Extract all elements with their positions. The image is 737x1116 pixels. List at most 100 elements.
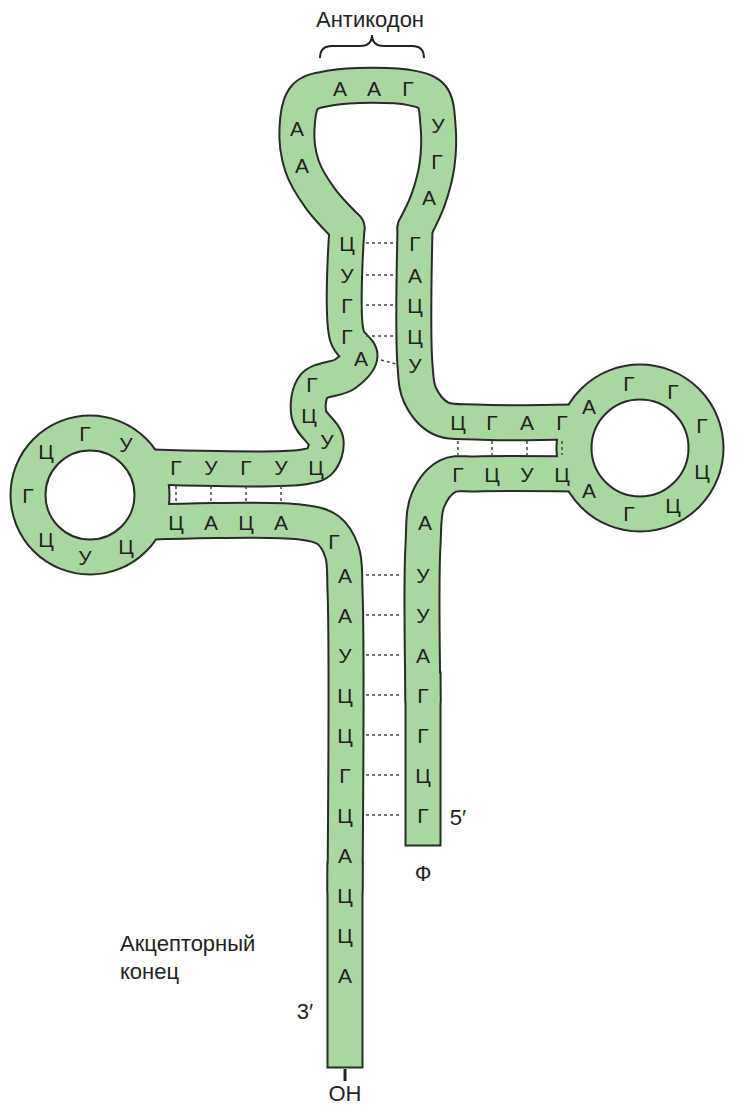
nucleotide-letter: Г xyxy=(170,457,181,478)
base-pair-lines xyxy=(176,243,562,815)
nucleotide-letter: Г xyxy=(409,233,420,254)
nucleotide-letter: Г xyxy=(22,485,33,506)
anticodon-bracket xyxy=(320,35,424,58)
base-pair-line xyxy=(366,274,396,276)
anticodon-label: Антикодон xyxy=(316,9,424,31)
nucleotide-letter: У xyxy=(340,265,353,286)
nucleotide-letter: А xyxy=(338,605,352,626)
nucleotide-letter: У xyxy=(416,605,429,626)
base-pair-line xyxy=(457,441,459,455)
base-pair-line xyxy=(366,774,402,776)
base-pair-line xyxy=(366,694,402,696)
nucleotide-letter: А xyxy=(354,348,368,369)
nucleotide-letter: Ц xyxy=(38,529,54,550)
nucleotide-letter: Ц xyxy=(484,464,500,485)
nucleotide-letter: А xyxy=(295,155,309,176)
nucleotide-letter: Ц xyxy=(38,441,54,462)
nucleotide-letter: Г xyxy=(417,725,428,746)
nucleotide-letter: Г xyxy=(402,78,413,99)
strand-segment xyxy=(414,228,574,423)
base-pair-line xyxy=(280,486,282,503)
base-pair-line xyxy=(175,486,177,503)
nucleotide-letter: Г xyxy=(341,326,352,347)
nucleotide-letter: А xyxy=(416,645,430,666)
nucleotide-letter: Г xyxy=(417,805,428,826)
base-pair-line xyxy=(366,304,396,306)
nucleotide-letter: У xyxy=(408,355,421,376)
hydroxyl-tick xyxy=(344,1069,347,1081)
nucleotide-letter: Ц xyxy=(337,925,353,946)
strand-band xyxy=(28,85,706,1050)
nucleotide-letter: У xyxy=(78,547,91,568)
nucleotide-letter: У xyxy=(274,457,287,478)
base-pair-line xyxy=(381,360,396,364)
hydroxyl-label: OH xyxy=(329,1083,362,1105)
nucleotide-letter: Г xyxy=(556,412,567,433)
nucleotide-letter: А xyxy=(338,565,352,586)
base-pair-line xyxy=(366,734,402,736)
strand-segment xyxy=(152,520,346,890)
nucleotide-letter: У xyxy=(119,434,132,455)
strand-segment xyxy=(297,85,439,228)
nucleotide-letter: А xyxy=(582,480,596,501)
base-pair-line xyxy=(366,814,402,816)
nucleotide-letter: Г xyxy=(306,374,317,395)
nucleotide-letter: Ц xyxy=(301,405,317,426)
strand-segment xyxy=(152,228,360,469)
nucleotide-letter: Г xyxy=(452,464,463,485)
base-pair-line xyxy=(245,486,247,503)
nucleotide-letter: У xyxy=(320,431,333,452)
nucleotide-letter: Ц xyxy=(554,464,570,485)
nucleotide-letter: А xyxy=(422,187,436,208)
nucleotide-letter: Ц xyxy=(450,412,466,433)
nucleotide-letter: Г xyxy=(328,531,339,552)
nucleotide-letter: А xyxy=(418,512,432,533)
nucleotide-letter: У xyxy=(520,464,533,485)
nucleotide-letter: Г xyxy=(339,765,350,786)
nucleotide-letter: А xyxy=(290,118,304,139)
nucleotide-letter: А xyxy=(204,512,218,533)
strand-segment xyxy=(152,520,346,890)
nucleotide-letter: Ц xyxy=(337,685,353,706)
nucleotide-letter: Г xyxy=(696,415,707,436)
acceptor-end-label: Акцепторный конец xyxy=(120,930,295,985)
strand-segment xyxy=(414,228,574,423)
nucleotide-letter: Г xyxy=(623,373,634,394)
nucleotide-letter: Ц xyxy=(308,457,324,478)
nucleotide-letter: А xyxy=(367,78,381,99)
nucleotide-letter: А xyxy=(408,265,422,286)
strand-segment xyxy=(152,228,360,469)
nucleotide-letter: А xyxy=(582,396,596,417)
nucleotide-letter: Г xyxy=(417,685,428,706)
nucleotide-letter: Ц xyxy=(337,885,353,906)
nucleotide-letter: Ц xyxy=(339,233,355,254)
phosphate-label: Ф xyxy=(415,863,432,885)
nucleotide-letter: Г xyxy=(341,295,352,316)
nucleotide-letter: У xyxy=(338,645,351,666)
nucleotide-letter: Г xyxy=(667,381,678,402)
nucleotide-letter: А xyxy=(338,845,352,866)
nucleotide-letter: А xyxy=(274,512,288,533)
nucleotide-letter: Г xyxy=(623,503,634,524)
nucleotide-letter: У xyxy=(204,457,217,478)
base-pair-line xyxy=(526,441,528,455)
strand-loop xyxy=(28,433,152,557)
nucleotide-letter: Ц xyxy=(238,512,254,533)
base-pair-line xyxy=(366,335,396,337)
base-pair-line xyxy=(366,654,402,656)
nucleotide-letter: Ц xyxy=(694,461,710,482)
nucleotide-letter: Ц xyxy=(118,536,134,557)
strand-segment xyxy=(297,85,439,228)
nucleotide-letter: Ц xyxy=(407,295,423,316)
end-label: 3′ xyxy=(297,1001,313,1023)
base-pair-line xyxy=(561,441,563,455)
end-label: 5′ xyxy=(450,807,466,829)
nucleotide-letter: Г xyxy=(486,412,497,433)
nucleotide-letter: Ц xyxy=(415,765,431,786)
strand-segment xyxy=(422,474,574,700)
nucleotide-letter: Ц xyxy=(665,495,681,516)
nucleotide-letter: У xyxy=(431,115,444,136)
base-pair-line xyxy=(366,574,402,576)
